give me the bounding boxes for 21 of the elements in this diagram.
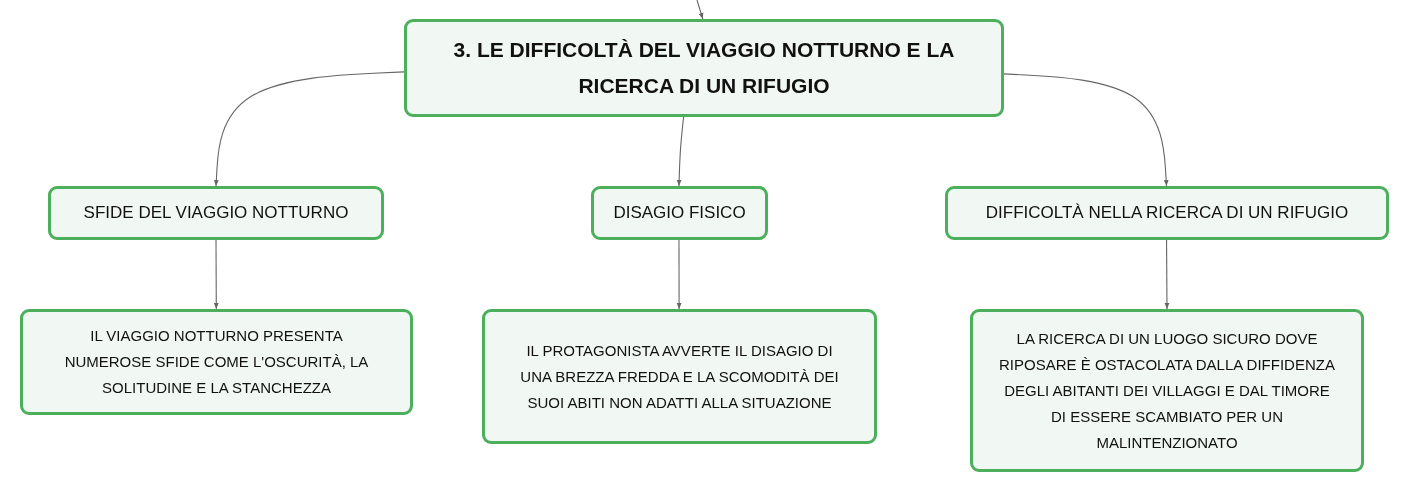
connector-arrow	[676, 116, 685, 187]
subtopic-box	[48, 186, 384, 240]
connector-arrow	[696, 0, 704, 20]
connector-arrow	[213, 239, 219, 310]
detail-text: IL VIAGGIO NOTTURNO PRESENTA NUMEROSE SFIDE COME L'OSCURITÀ, LA SOLITUDINE E LA STANCHEZZA	[63, 326, 370, 398]
detail-text: IL PROTAGONISTA AVVERTE IL DISAGIO DI UNA BREZZA FREDDA E LA SCOMODITÀ DEI SUOI ABITI NON ADATTI ALLA SITUAZIONE	[519, 340, 840, 413]
detail-box	[482, 309, 877, 444]
subtopic-box	[945, 186, 1389, 240]
subtopic-box	[591, 186, 768, 240]
subtopic-label: DIFFICOLTÀ NELLA RICERCA DI UN RIFUGIO	[985, 202, 1349, 224]
subtopic-label: DISAGIO FISICO	[613, 202, 746, 224]
detail-box	[20, 309, 413, 415]
connector-arrow	[1003, 73, 1169, 187]
connector-arrow	[213, 71, 405, 187]
main-topic-title: 3. LE DIFFICOLTÀ DEL VIAGGIO NOTTURNO E LA RICERCA DI UN RIFUGIO	[452, 37, 956, 99]
connector-arrow	[1164, 239, 1170, 310]
subtopic-label: SFIDE DEL VIAGGIO NOTTURNO	[83, 202, 349, 224]
detail-box	[970, 309, 1364, 472]
connector-arrow	[676, 239, 682, 310]
detail-text: LA RICERCA DI UN LUOGO SICURO DOVE RIPOSARE È OSTACOLATA DALLA DIFFIDENZA DEGLI ABITANTI DEI VILLAGGI E DAL TIMORE DI ESSERE SCAMBIATO PER UN MALINTENZIONATO	[998, 328, 1336, 453]
main-topic-box	[404, 19, 1004, 117]
